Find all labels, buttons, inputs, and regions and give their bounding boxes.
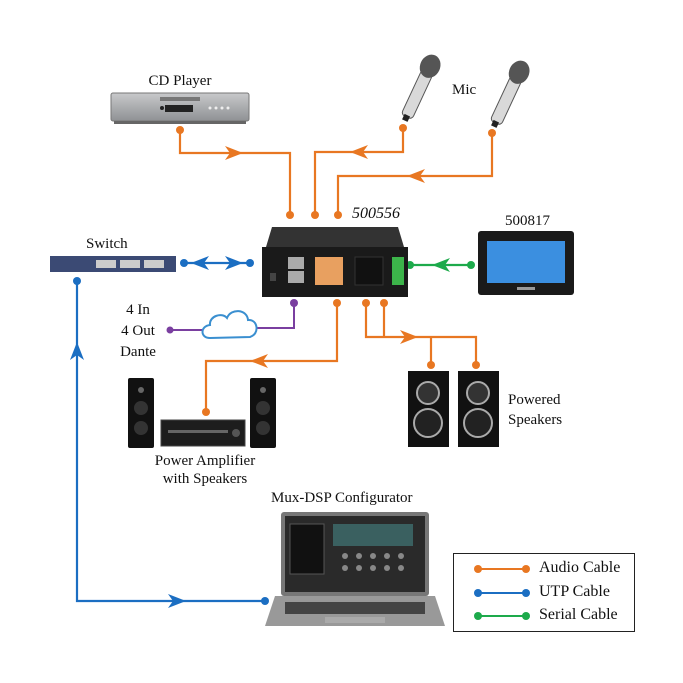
connector-dot <box>166 326 174 334</box>
connector-dot <box>246 259 254 267</box>
audio-cable-power-amp <box>204 303 339 412</box>
swatch-dot <box>474 589 482 597</box>
touch-panel-label: 500817 <box>505 213 550 229</box>
network-switch-icon <box>50 256 176 272</box>
dante-cable <box>170 303 295 331</box>
laptop-icon <box>265 512 445 626</box>
audio-line-swatch <box>476 568 526 570</box>
connector-dot <box>202 408 210 416</box>
legend-item-serial: Serial Cable <box>454 605 634 627</box>
connector-dot <box>176 126 184 134</box>
dante-label-line: Dante <box>120 344 156 360</box>
connector-dot <box>73 277 81 285</box>
audio-cable-powered-speakers <box>364 303 478 362</box>
connector-dot <box>180 259 188 267</box>
connector-dot <box>488 129 496 137</box>
legend-label: Serial Cable <box>539 606 618 623</box>
arrow-left <box>432 258 450 272</box>
arrow-left <box>407 169 425 183</box>
swatch-dot <box>522 612 530 620</box>
arrow-left <box>350 145 368 159</box>
legend-item-utp: UTP Cable <box>454 582 634 604</box>
connector-dot <box>427 361 435 369</box>
microphone-icon <box>401 54 441 122</box>
connector-dot <box>334 211 342 219</box>
connector-dot <box>467 261 475 269</box>
utp-line-swatch <box>476 592 526 594</box>
swatch-dot <box>522 589 530 597</box>
power-amp-label-line: Power Amplifier <box>154 453 256 469</box>
connector-dot <box>286 211 294 219</box>
main-unit-label: 500556 <box>352 205 400 222</box>
dante-label: 4 In 4 Out Dante <box>108 300 168 363</box>
power-amp-label: Power Amplifier with Speakers <box>130 452 280 488</box>
legend-label: Audio Cable <box>539 559 621 576</box>
cloud-icon <box>201 310 258 340</box>
swatch-dot <box>522 565 530 573</box>
cd-player-icon <box>110 92 250 124</box>
legend-label: UTP Cable <box>539 583 610 600</box>
switch-label: Switch <box>86 236 128 252</box>
dante-label-line: 4 In <box>126 302 150 318</box>
connector-dot <box>399 124 407 132</box>
mic-label: Mic <box>452 82 477 98</box>
amplifier-icon <box>128 378 276 448</box>
serial-line-swatch <box>476 615 526 617</box>
arrow-left <box>191 256 209 270</box>
powered-speakers-label-line: Speakers <box>508 412 563 428</box>
connector-dot <box>380 299 388 307</box>
swatch-dot <box>474 612 482 620</box>
configurator-label: Mux-DSP Configurator <box>271 490 413 506</box>
arrow-left <box>250 354 268 368</box>
utp-cable-laptop <box>75 281 265 603</box>
dsp-unit-icon <box>262 227 408 297</box>
powered-speakers-label: Powered Speakers <box>508 390 562 430</box>
touch-panel-icon <box>478 231 574 295</box>
audio-cable-mic-1 <box>313 128 405 215</box>
connector-dot <box>472 361 480 369</box>
connector-dot <box>311 211 319 219</box>
arrow-up <box>70 342 84 360</box>
arrow-right <box>400 330 418 344</box>
arrow-right <box>168 594 186 608</box>
cd-player-label: CD Player <box>148 73 212 89</box>
audio-cable-cd-player <box>178 130 292 215</box>
legend: Audio Cable UTP Cable Serial Cable <box>453 553 635 632</box>
connector-dot <box>362 299 370 307</box>
power-amp-label-line: with Speakers <box>162 471 248 487</box>
connector-dot <box>261 597 269 605</box>
dante-label-line: 4 Out <box>121 323 155 339</box>
arrow-right <box>225 146 243 160</box>
legend-item-audio: Audio Cable <box>454 558 634 580</box>
connector-dot <box>290 299 298 307</box>
connector-dot <box>333 299 341 307</box>
microphone-icon <box>490 60 530 128</box>
swatch-dot <box>474 565 482 573</box>
arrow-right <box>225 256 243 270</box>
powered-speakers-label-line: Powered <box>508 392 561 408</box>
speaker-icon <box>408 371 499 447</box>
